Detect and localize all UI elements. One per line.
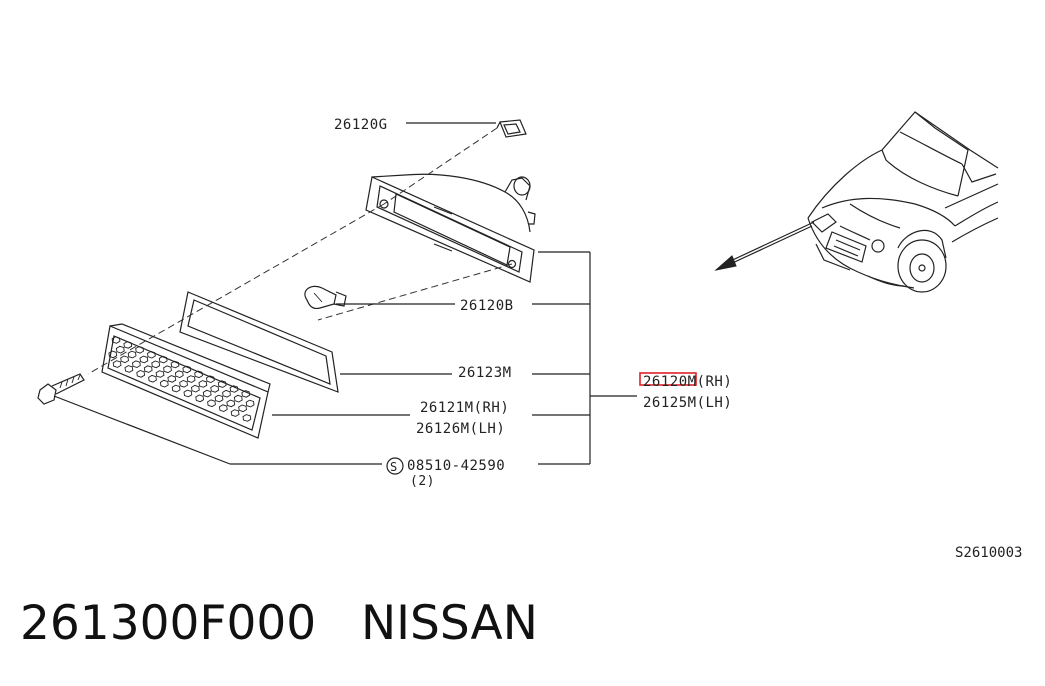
callout-lens-lh: 26126M(LH) bbox=[416, 421, 505, 437]
lens-cell bbox=[158, 355, 168, 364]
location-arrow bbox=[714, 221, 815, 271]
lens-cell bbox=[123, 341, 133, 349]
callout-lens-rh: 26121M(RH) bbox=[420, 400, 509, 416]
lens-cell bbox=[159, 379, 169, 388]
lens-cell bbox=[217, 380, 227, 388]
lens-cell bbox=[241, 390, 251, 398]
lens-cell bbox=[218, 404, 228, 412]
lens-cell bbox=[207, 399, 216, 408]
lens-cell bbox=[167, 375, 177, 383]
lens-cell bbox=[179, 380, 188, 388]
lens-cell bbox=[112, 360, 122, 368]
lens-cell bbox=[210, 385, 220, 393]
lens-part bbox=[101, 323, 271, 439]
lens-cell bbox=[226, 399, 236, 408]
callout-assembly-lh: 26125M(LH) bbox=[643, 395, 732, 411]
lens-cell bbox=[108, 350, 118, 359]
screw-callout: S 08510-42590 (2) bbox=[386, 457, 505, 489]
lens-cell bbox=[222, 389, 231, 398]
screw-symbol: S bbox=[390, 460, 398, 474]
lens-cell bbox=[170, 360, 180, 369]
lens-cell bbox=[148, 374, 157, 383]
lens-cell bbox=[111, 336, 121, 344]
lens-cell bbox=[195, 394, 205, 403]
lens-cell bbox=[214, 394, 224, 403]
lens-cell bbox=[230, 409, 240, 417]
lens-cell bbox=[233, 394, 243, 403]
lens-cell bbox=[182, 365, 192, 374]
callout-gasket: 26123M bbox=[458, 365, 512, 381]
lens-cell bbox=[191, 384, 200, 393]
diagram-code: S2610003 bbox=[955, 545, 1023, 561]
screw-part bbox=[37, 373, 85, 405]
callout-clip: 26120G bbox=[334, 117, 388, 133]
lens-cell bbox=[238, 404, 247, 413]
lens-cell bbox=[171, 384, 181, 393]
lens-cell bbox=[139, 355, 149, 364]
brand-name: NISSAN bbox=[361, 596, 538, 651]
lens-cell bbox=[206, 375, 215, 383]
callout-bulb: 26120B bbox=[460, 298, 514, 314]
lens-cell bbox=[245, 399, 255, 408]
callout-assembly-rh[interactable]: 26120M(RH) bbox=[643, 374, 732, 390]
bulb-part bbox=[304, 285, 347, 310]
lens-cell bbox=[147, 350, 156, 359]
lens-cell bbox=[163, 365, 172, 374]
lens-cell bbox=[151, 360, 161, 369]
lens-cell bbox=[183, 389, 193, 398]
lens-cell bbox=[194, 370, 203, 379]
callout-screw: 08510-42590 bbox=[407, 458, 505, 474]
lens-cell bbox=[136, 370, 146, 378]
callout-screw-qty: (2) bbox=[410, 474, 435, 489]
lens-cell bbox=[155, 370, 165, 378]
highlight-box bbox=[639, 372, 697, 386]
lens-cell bbox=[242, 414, 252, 422]
lens-cell bbox=[202, 389, 212, 398]
clip-part bbox=[496, 119, 527, 138]
part-number: 261300F000 bbox=[20, 596, 317, 651]
lamp-housing bbox=[365, 173, 536, 283]
lens-cell bbox=[120, 355, 129, 364]
lens-cell bbox=[115, 345, 125, 354]
lens-cell bbox=[229, 385, 239, 393]
part-title: 261300F000 NISSAN bbox=[20, 596, 538, 651]
lens-grid bbox=[108, 336, 255, 422]
vehicle-illustration bbox=[807, 111, 999, 293]
lens-cell bbox=[186, 375, 196, 383]
lens-cell bbox=[143, 365, 153, 373]
lens-cell bbox=[198, 380, 208, 388]
lens-cell bbox=[135, 346, 144, 354]
lens-cell bbox=[127, 350, 137, 359]
lens-cell bbox=[174, 370, 184, 378]
lens-cell bbox=[124, 365, 134, 373]
gasket-part bbox=[179, 291, 339, 393]
lens-cell bbox=[132, 360, 141, 368]
